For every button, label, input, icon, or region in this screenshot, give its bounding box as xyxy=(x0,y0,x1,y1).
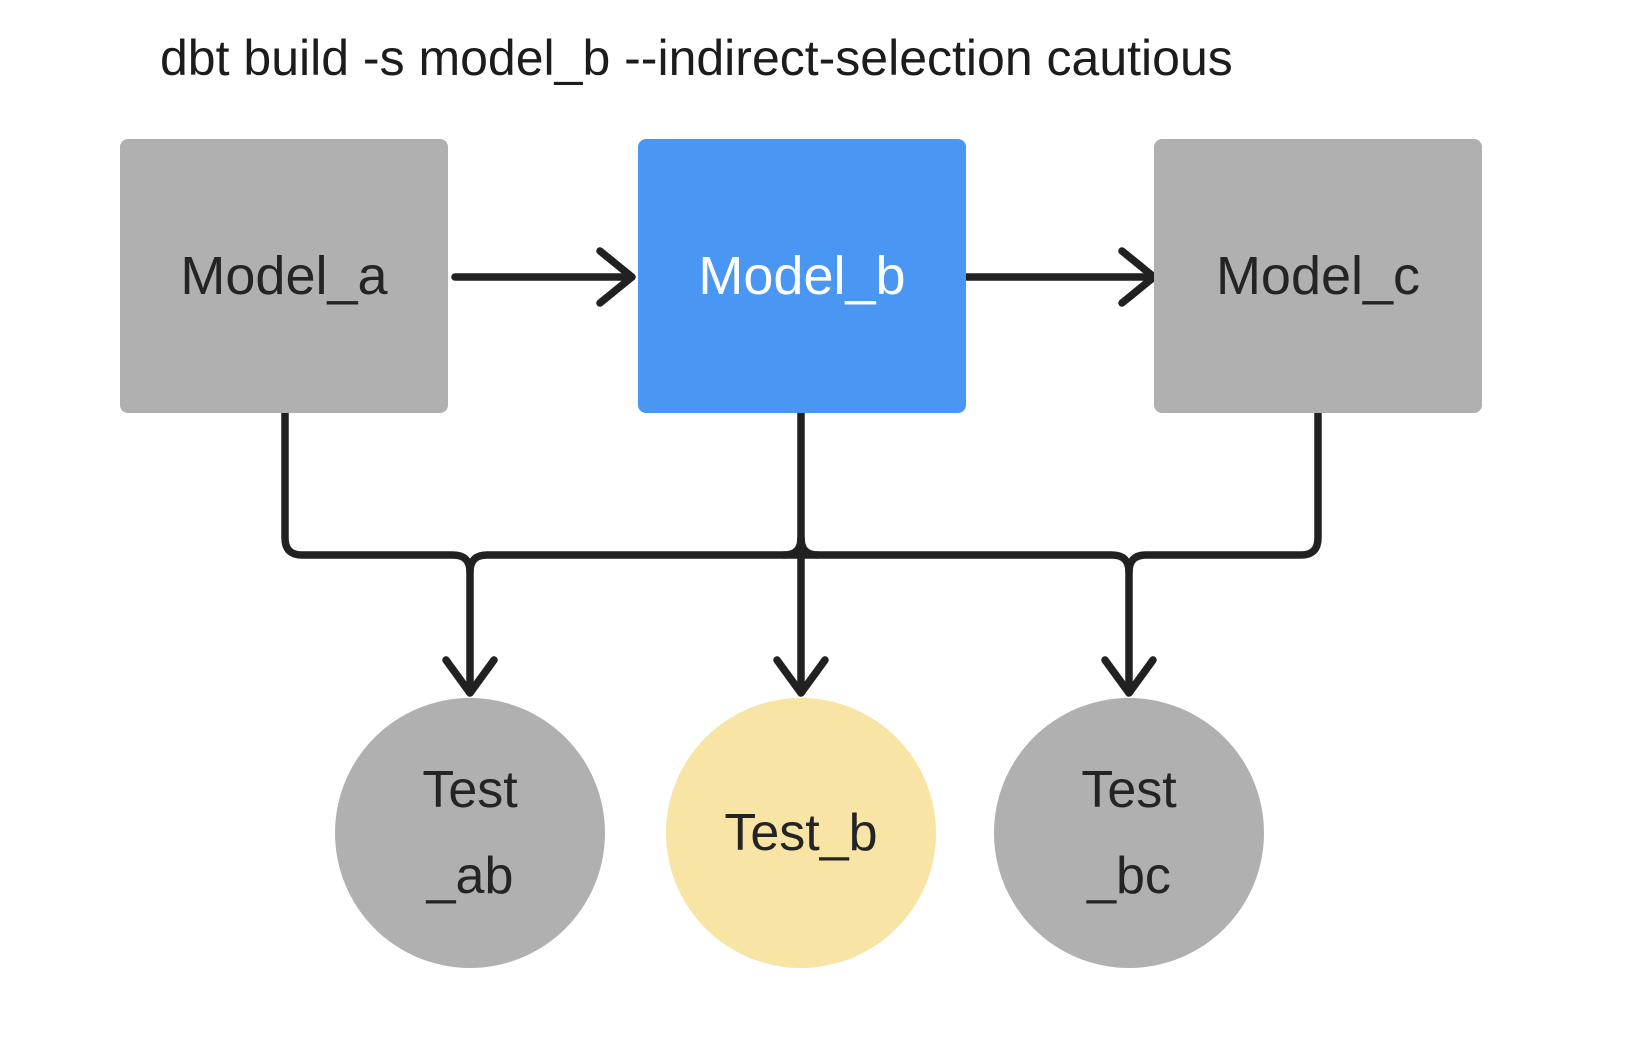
node-model-a-label: Model_a xyxy=(180,246,388,306)
node-test-b-label-line1: Test_b xyxy=(724,804,878,862)
node-test-ab-label-line2: _ab xyxy=(426,847,514,905)
node-model-b: Model_b xyxy=(638,139,966,413)
arrowhead-into-test-ab-icon xyxy=(442,656,498,697)
arrowhead-into-test-b-icon xyxy=(773,656,829,697)
node-test-bc-label-line2: _bc xyxy=(1087,847,1171,905)
node-test-b: Test_b xyxy=(666,698,936,968)
node-test-bc-label-line1: Test xyxy=(1081,761,1177,819)
edge-model-a-to-test-ab xyxy=(281,409,474,692)
node-model-b-label: Model_b xyxy=(698,246,906,306)
node-test-ab-label-line1: Test xyxy=(422,761,518,819)
node-model-c-label: Model_c xyxy=(1215,246,1421,306)
edge-model-c-to-test-bc xyxy=(1125,409,1322,692)
node-test-bc: Test _bc xyxy=(994,698,1264,968)
diagram-title: dbt build -s model_b --indirect-selectio… xyxy=(160,30,1233,86)
node-model-c: Model_c xyxy=(1154,139,1482,413)
node-model-a: Model_a xyxy=(120,139,448,413)
edge-lines xyxy=(281,247,1322,697)
arrowhead-into-test-bc-icon xyxy=(1101,656,1157,697)
node-test-ab: Test _ab xyxy=(335,698,605,968)
arrowhead-into-model-b-icon xyxy=(596,247,636,307)
